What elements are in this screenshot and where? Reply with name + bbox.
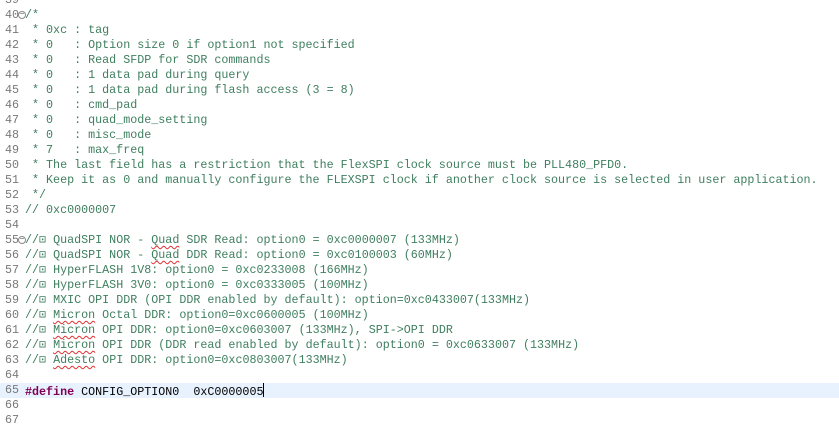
code-line[interactable]: 59 //⊡ MXIC OPI DDR (OPI DDR enabled by d… bbox=[0, 293, 839, 308]
code-line[interactable]: 67 bbox=[0, 413, 839, 428]
code-line[interactable]: 60 //⊡ Micron Octal DDR: option0=0xc06000… bbox=[0, 308, 839, 323]
line-number: 49 bbox=[4, 143, 19, 157]
fold-collapse-icon[interactable]: − bbox=[18, 10, 26, 19]
code-text: //⊡ MXIC OPI DDR (OPI DDR enabled by def… bbox=[25, 293, 531, 307]
code-line[interactable]: 51 * Keep it as 0 and manually configure… bbox=[0, 173, 839, 188]
code-line[interactable]: 44 * 0 : 1 data pad during query bbox=[0, 68, 839, 83]
code-text: //⊡ HyperFLASH 3V0: option0 = 0xc0333005… bbox=[25, 278, 369, 292]
spelling-error[interactable]: Micron bbox=[53, 308, 96, 322]
code-text: //⊡ HyperFLASH 1V8: option0 = 0xc0233008… bbox=[25, 263, 369, 277]
line-number: 66 bbox=[4, 398, 19, 412]
code-text: * 0 : 1 data pad during query bbox=[25, 68, 250, 82]
code-line[interactable]: 65 #define CONFIG_OPTION0 0xC0000005 bbox=[0, 383, 839, 400]
define-body: CONFIG_OPTION0 0xC0000005 bbox=[74, 385, 264, 399]
line-number: 45 bbox=[4, 83, 19, 97]
line-number: 59 bbox=[4, 293, 19, 307]
line-number: 58 bbox=[4, 278, 19, 292]
line-number: 65 bbox=[4, 383, 19, 397]
code-text: */ bbox=[25, 188, 47, 202]
line-number: 57 bbox=[4, 263, 19, 277]
line-number: 46 bbox=[4, 98, 19, 112]
line-number: 52 bbox=[4, 188, 19, 202]
line-number: 40 bbox=[4, 8, 19, 22]
code-line[interactable]: 39 bbox=[0, 0, 839, 8]
code-text: * The last field has a restriction that … bbox=[25, 158, 629, 172]
code-line[interactable]: 58 //⊡ HyperFLASH 3V0: option0 = 0xc03330… bbox=[0, 278, 839, 293]
code-text: //⊡ Micron OPI DDR: option0=0xc0603007 (… bbox=[25, 323, 453, 337]
code-text: /* bbox=[25, 8, 40, 22]
code-line[interactable]: 47 * 0 : quad_mode_setting bbox=[0, 113, 839, 128]
code-line[interactable]: 62 //⊡ Micron OPI DDR (DDR read enabled b… bbox=[0, 338, 839, 353]
line-number: 43 bbox=[4, 53, 19, 67]
code-line[interactable]: 64 bbox=[0, 368, 839, 383]
code-line[interactable]: 43 * 0 : Read SFDP for SDR commands bbox=[0, 53, 839, 68]
code-line[interactable]: 55−//⊡ QuadSPI NOR - Quad SDR Read: opti… bbox=[0, 233, 839, 248]
line-number: 50 bbox=[4, 158, 19, 172]
code-line[interactable]: 42 * 0 : Option size 0 if option1 not sp… bbox=[0, 38, 839, 53]
preprocessor-keyword: #define bbox=[25, 385, 75, 399]
code-text: * Keep it as 0 and manually configure th… bbox=[25, 173, 818, 187]
line-number: 64 bbox=[4, 368, 19, 382]
line-number: 63 bbox=[4, 353, 19, 367]
code-line[interactable]: 54 bbox=[0, 218, 839, 233]
code-line[interactable]: 49 * 7 : max_freq bbox=[0, 143, 839, 158]
code-text: * 0 : quad_mode_setting bbox=[25, 113, 208, 127]
fold-collapse-icon[interactable]: − bbox=[18, 235, 26, 244]
code-line[interactable]: 46 * 0 : cmd_pad bbox=[0, 98, 839, 113]
code-line[interactable]: 61 //⊡ Micron OPI DDR: option0=0xc0603007… bbox=[0, 323, 839, 338]
line-number: 62 bbox=[4, 338, 19, 352]
code-line[interactable]: 53 // 0xc0000007 bbox=[0, 203, 839, 218]
code-line[interactable]: 57 //⊡ HyperFLASH 1V8: option0 = 0xc02330… bbox=[0, 263, 839, 278]
text-cursor bbox=[263, 383, 265, 397]
line-number: 51 bbox=[4, 173, 19, 187]
line-number: 55 bbox=[4, 233, 19, 247]
code-text: //⊡ QuadSPI NOR - Quad SDR Read: option0… bbox=[25, 233, 460, 247]
code-line[interactable]: 52 */ bbox=[0, 188, 839, 203]
code-text: * 0 : misc_mode bbox=[25, 128, 152, 142]
code-text: * 0 : Read SFDP for SDR commands bbox=[25, 53, 271, 67]
line-number: 54 bbox=[4, 218, 19, 232]
code-line[interactable]: 48 * 0 : misc_mode bbox=[0, 128, 839, 143]
code-line[interactable]: 66 bbox=[0, 398, 839, 413]
code-line[interactable]: 56 //⊡ QuadSPI NOR - Quad DDR Read: optio… bbox=[0, 248, 839, 263]
spelling-error[interactable]: Quad bbox=[151, 233, 180, 247]
spelling-error[interactable]: Micron bbox=[53, 323, 96, 337]
code-text: * 0 : Option size 0 if option1 not speci… bbox=[25, 38, 355, 52]
code-text: //⊡ QuadSPI NOR - Quad DDR Read: option0… bbox=[25, 248, 453, 262]
code-text: //⊡ Adesto OPI DDR: option0=0xc0803007(1… bbox=[25, 353, 348, 367]
line-number: 41 bbox=[4, 23, 19, 37]
line-number: 61 bbox=[4, 323, 19, 337]
spelling-error[interactable]: Micron bbox=[53, 338, 96, 352]
code-text: // 0xc0000007 bbox=[25, 203, 117, 217]
code-line[interactable]: 41 * 0xc : tag bbox=[0, 23, 839, 38]
line-number: 42 bbox=[4, 38, 19, 52]
code-text: //⊡ Micron OPI DDR (DDR read enabled by … bbox=[25, 338, 580, 352]
code-line[interactable]: 40−/* bbox=[0, 8, 839, 23]
code-text: * 0 : cmd_pad bbox=[25, 98, 138, 112]
line-number: 39 bbox=[4, 0, 19, 7]
code-text: * 0 : 1 data pad during flash access (3 … bbox=[25, 83, 355, 97]
spelling-error[interactable]: Adesto bbox=[53, 353, 96, 367]
line-number: 47 bbox=[4, 113, 19, 127]
spelling-error[interactable]: Quad bbox=[151, 248, 180, 262]
line-number: 60 bbox=[4, 308, 19, 322]
code-line[interactable]: 50 * The last field has a restriction th… bbox=[0, 158, 839, 173]
line-number: 48 bbox=[4, 128, 19, 142]
line-number: 44 bbox=[4, 68, 19, 82]
code-text: * 0xc : tag bbox=[25, 23, 110, 37]
line-number: 53 bbox=[4, 203, 19, 217]
line-number: 56 bbox=[4, 248, 19, 262]
code-line[interactable]: 45 * 0 : 1 data pad during flash access … bbox=[0, 83, 839, 98]
line-number: 67 bbox=[4, 413, 19, 427]
code-text: //⊡ Micron Octal DDR: option0=0xc0600005… bbox=[25, 308, 369, 322]
code-text: #define CONFIG_OPTION0 0xC0000005 bbox=[25, 383, 265, 400]
code-line[interactable]: 63 //⊡ Adesto OPI DDR: option0=0xc0803007… bbox=[0, 353, 839, 368]
code-text: * 7 : max_freq bbox=[25, 143, 145, 157]
